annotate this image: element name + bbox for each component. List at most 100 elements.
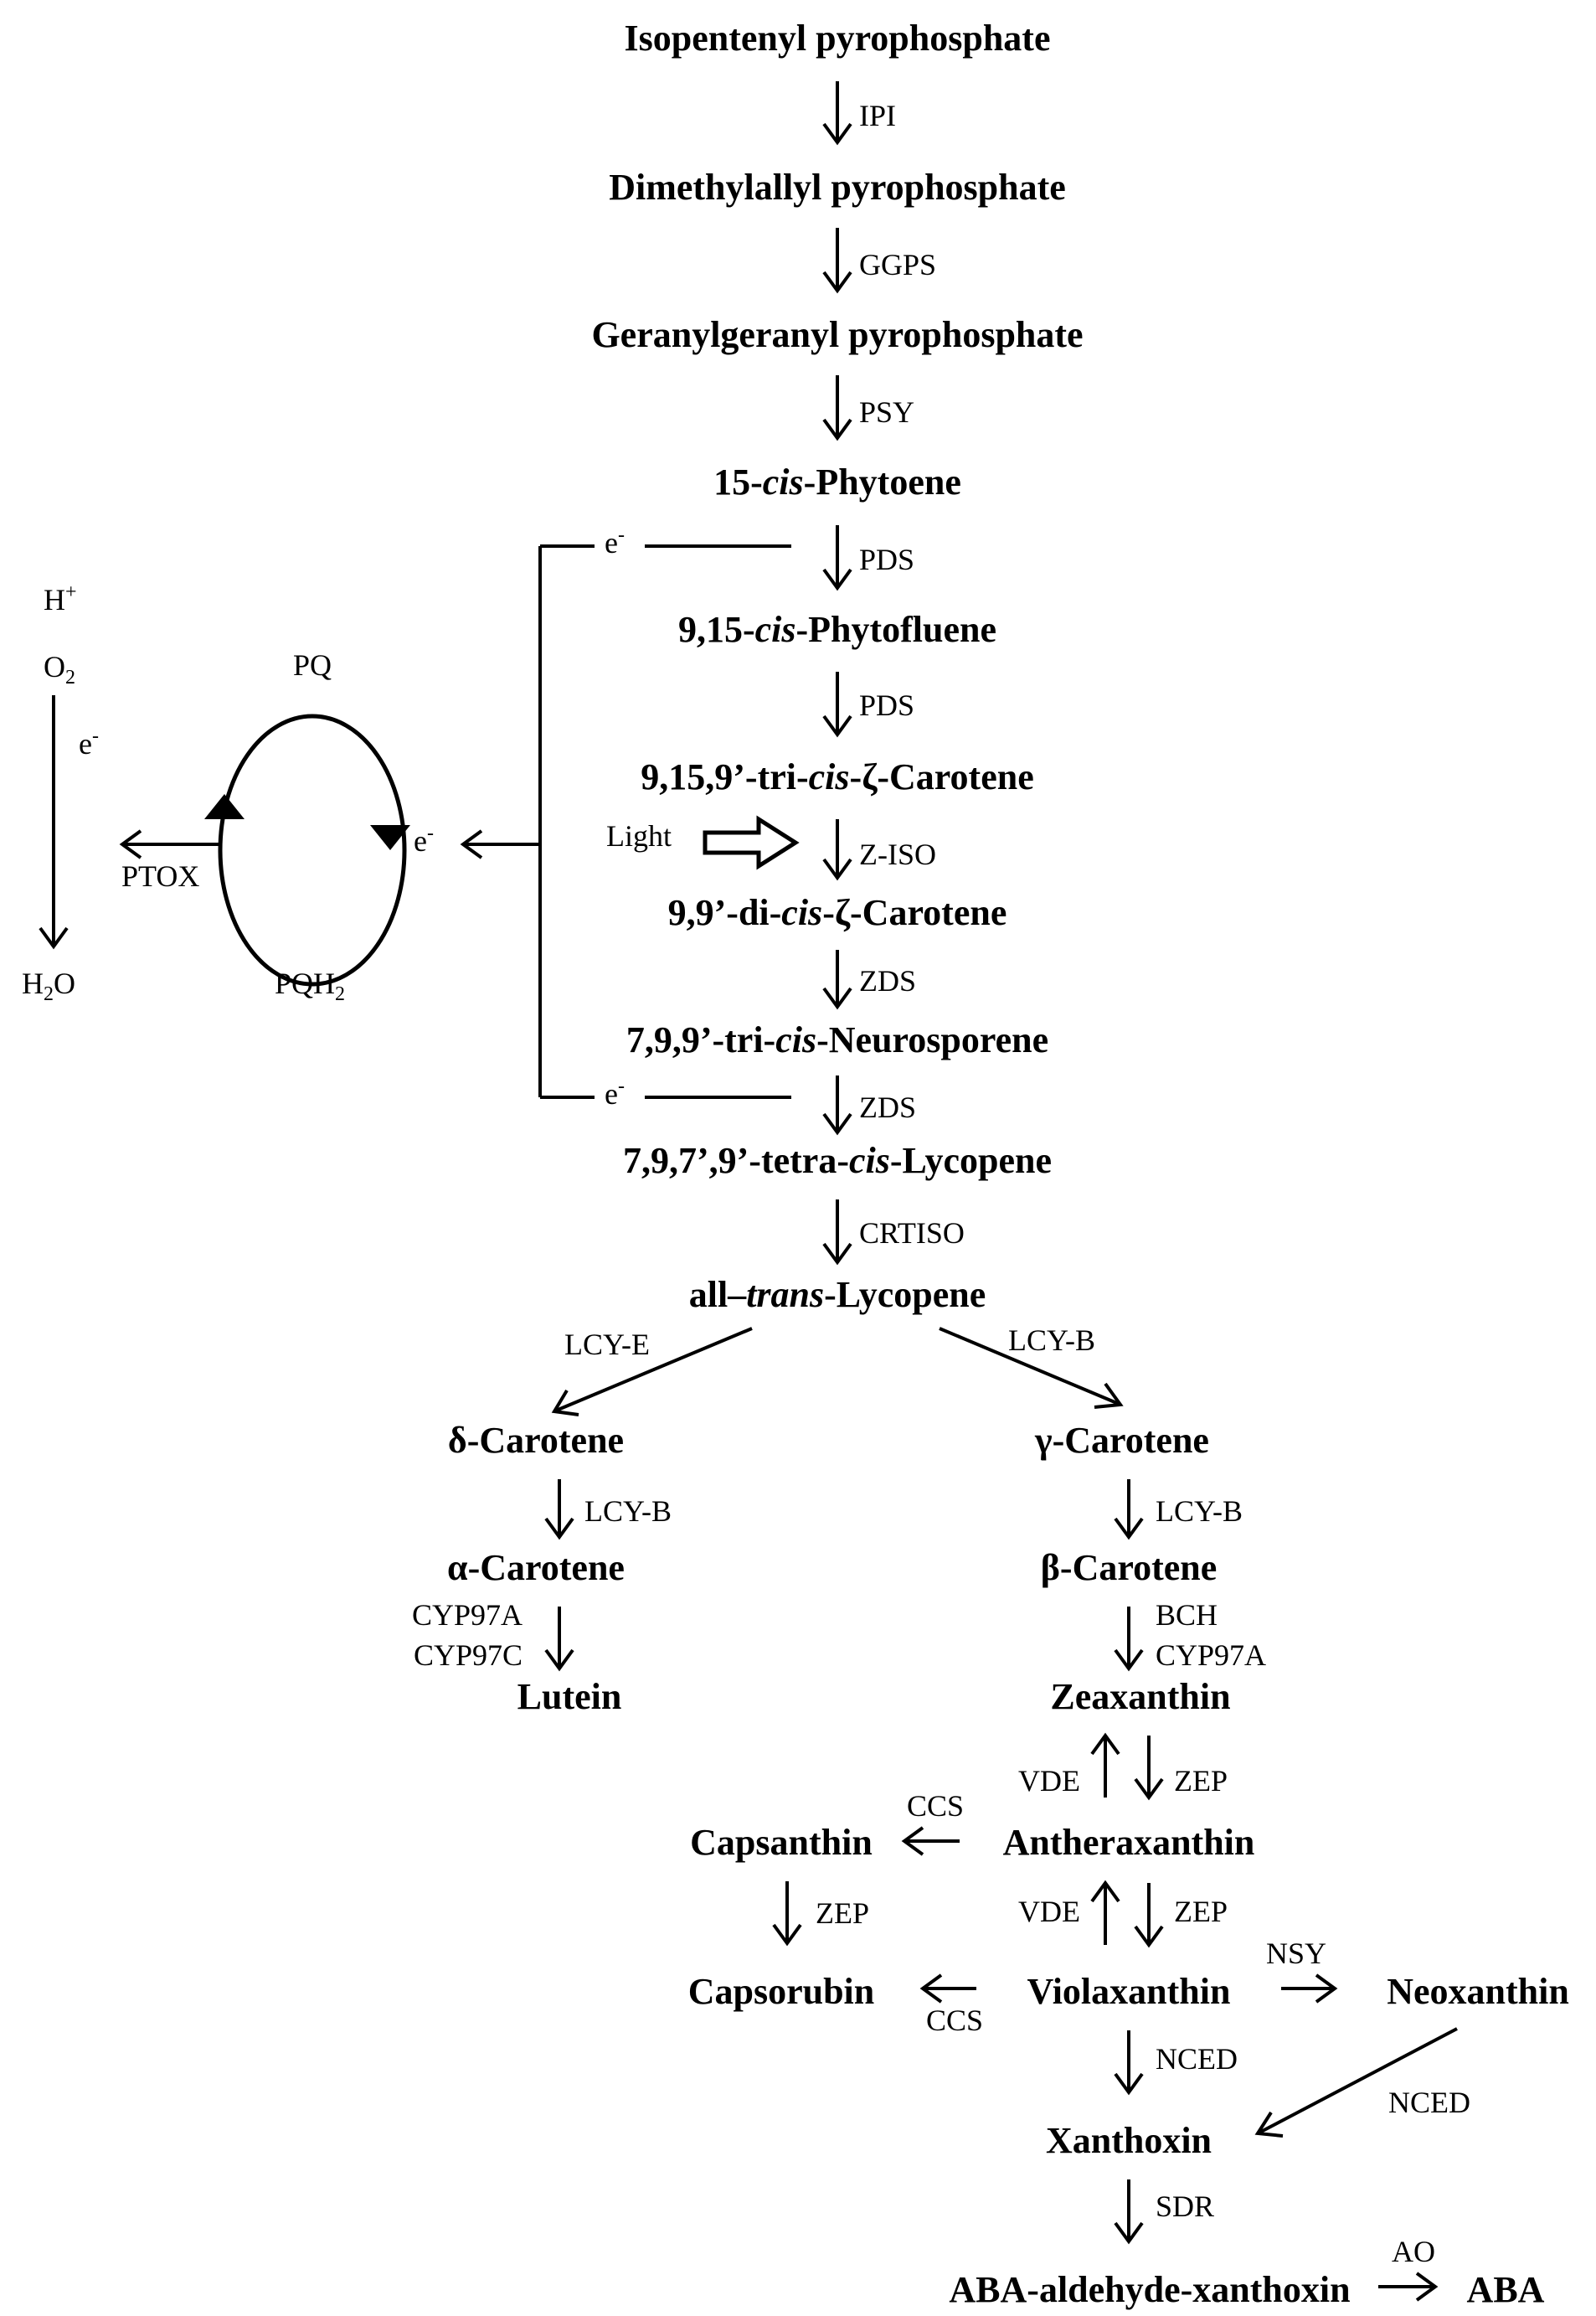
compound-aba-aldehyde: ABA-aldehyde-xanthoxin (949, 2269, 1350, 2310)
enzyme-z-iso: Z-ISO (859, 838, 936, 871)
pq-label: PQ (293, 648, 332, 682)
h-plus-label: H+ (44, 581, 77, 616)
light-label: Light (606, 819, 672, 853)
arrow-zds-2 (822, 1075, 852, 1136)
compound-xanthoxin: Xanthoxin (1046, 2120, 1212, 2161)
enzyme-sdr: SDR (1156, 2190, 1214, 2223)
arrow-pds-2 (822, 672, 852, 738)
arrow-zep-1 (1134, 1736, 1164, 1801)
compound-neoxanthin: Neoxanthin (1387, 1971, 1569, 2012)
pq-cycle-arrowhead-up (204, 794, 245, 819)
arrow-crtiso (822, 1199, 852, 1266)
arrow-vde-1 (1090, 1732, 1120, 1798)
pq-cycle-ellipse (218, 714, 407, 987)
compound-neurosporene: 7,9,9’-tri-cis-Neurosporene (626, 1019, 1048, 1060)
arrow-lcy-e (551, 1327, 753, 1416)
enzyme-zep-1: ZEP (1174, 1764, 1228, 1798)
enzyme-zep-2: ZEP (1174, 1895, 1228, 1928)
pqh2-label: PQH2 (275, 967, 345, 1005)
electron-label-pq: e- (414, 823, 434, 858)
enzyme-cyp97a-left: CYP97A (412, 1598, 523, 1632)
compound-dicis-zeta-carotene: 9,9’-di-cis-ζ-Carotene (668, 892, 1007, 933)
enzyme-bch: BCH (1156, 1598, 1218, 1632)
arrow-lcy-b-right (1114, 1479, 1144, 1540)
enzyme-psy: PSY (859, 395, 914, 429)
compound-dmapp: Dimethylallyl pyrophosphate (609, 167, 1066, 208)
arrow-lcy-b-branch (939, 1327, 1124, 1409)
compound-all-trans-lycopene: all–trans-Lycopene (689, 1274, 986, 1315)
ptox-arrow (119, 829, 220, 859)
enzyme-nsy: NSY (1266, 1937, 1326, 1970)
compound-tricis-zeta-carotene: 9,15,9’-tri-cis-ζ-Carotene (641, 756, 1033, 797)
compound-ipp: Isopentenyl pyrophosphate (625, 18, 1051, 59)
arrow-lcy-b-left (544, 1479, 574, 1540)
enzyme-cyp97a-right: CYP97A (1156, 1638, 1266, 1672)
compound-violaxanthin: Violaxanthin (1027, 1971, 1231, 2012)
arrow-zep-capsanthin (772, 1881, 802, 1947)
electron-label-bottom: e- (605, 1075, 625, 1111)
compound-phytoene: 15-cis-Phytoene (713, 462, 961, 503)
compound-aba: ABA (1467, 2269, 1545, 2310)
arrow-psy (822, 375, 852, 441)
arrow-bch-cyp97a (1114, 1607, 1144, 1672)
enzyme-zds-2: ZDS (859, 1091, 916, 1124)
enzyme-ipi: IPI (859, 99, 896, 132)
enzyme-ccs-2: CCS (926, 2004, 983, 2037)
ptox-label: PTOX (121, 859, 199, 893)
arrow-nced-2 (1254, 2027, 1458, 2138)
enzyme-ao: AO (1392, 2235, 1435, 2268)
enzyme-ccs-1: CCS (907, 1789, 964, 1823)
enzyme-zds-1: ZDS (859, 964, 916, 998)
arrow-vde-2 (1090, 1880, 1120, 1945)
enzyme-pds-1: PDS (859, 543, 914, 576)
arrow-nced-1 (1114, 2030, 1144, 2096)
h2o-label: H2O (22, 967, 75, 1005)
enzyme-vde-2: VDE (1018, 1895, 1080, 1928)
pq-cycle-arrowhead-down (370, 825, 410, 850)
compound-ggpp: Geranylgeranyl pyrophosphate (591, 314, 1083, 355)
enzyme-lcy-b-left: LCY-B (584, 1494, 672, 1528)
compound-antheraxanthin: Antheraxanthin (1003, 1822, 1255, 1863)
enzyme-nced-2: NCED (1388, 2086, 1470, 2119)
arrow-pds-1 (822, 525, 852, 591)
electron-label-o2: e- (79, 725, 99, 761)
arrow-ccs-1 (901, 1826, 960, 1856)
arrow-z-iso (822, 819, 852, 881)
compound-tetracis-lycopene: 7,9,7’,9’-tetra-cis-Lycopene (623, 1140, 1052, 1181)
arrow-ccs-2 (919, 1973, 976, 2004)
arrow-nsy (1281, 1973, 1338, 2004)
arrow-zep-2 (1134, 1883, 1164, 1948)
arrow-ggps (822, 228, 852, 294)
enzyme-ggps: GGPS (859, 248, 936, 281)
enzyme-vde-1: VDE (1018, 1764, 1080, 1798)
arrow-cyp97-left (544, 1607, 574, 1672)
compound-lutein: Lutein (517, 1676, 622, 1717)
enzyme-lcy-e: LCY-E (564, 1328, 650, 1361)
o2-label: O2 (44, 650, 75, 689)
compound-delta-carotene: δ-Carotene (448, 1420, 624, 1461)
electron-label-top: e- (605, 524, 625, 560)
o2-to-h2o-arrow (39, 695, 69, 950)
light-arrow (703, 815, 800, 870)
enzyme-nced-1: NCED (1156, 2042, 1238, 2076)
electron-bracket (460, 544, 791, 1099)
arrow-ipi (822, 81, 852, 146)
enzyme-crtiso: CRTISO (859, 1216, 965, 1250)
compound-beta-carotene: β-Carotene (1041, 1547, 1218, 1588)
arrow-sdr (1114, 2179, 1144, 2245)
compound-gamma-carotene: γ-Carotene (1034, 1420, 1209, 1461)
compound-alpha-carotene: α-Carotene (447, 1547, 625, 1588)
arrow-ao (1378, 2272, 1439, 2302)
compound-capsorubin: Capsorubin (688, 1971, 875, 2012)
arrow-zds-1 (822, 950, 852, 1010)
compound-zeaxanthin: Zeaxanthin (1050, 1676, 1230, 1717)
enzyme-zep-capsanthin: ZEP (816, 1896, 869, 1930)
compound-capsanthin: Capsanthin (690, 1822, 873, 1863)
enzyme-lcy-b-branch: LCY-B (1008, 1323, 1095, 1357)
enzyme-lcy-b-right: LCY-B (1156, 1494, 1243, 1528)
enzyme-pds-2: PDS (859, 689, 914, 722)
compound-phytofluene: 9,15-cis-Phytofluene (678, 609, 996, 650)
enzyme-cyp97c: CYP97C (414, 1638, 523, 1672)
